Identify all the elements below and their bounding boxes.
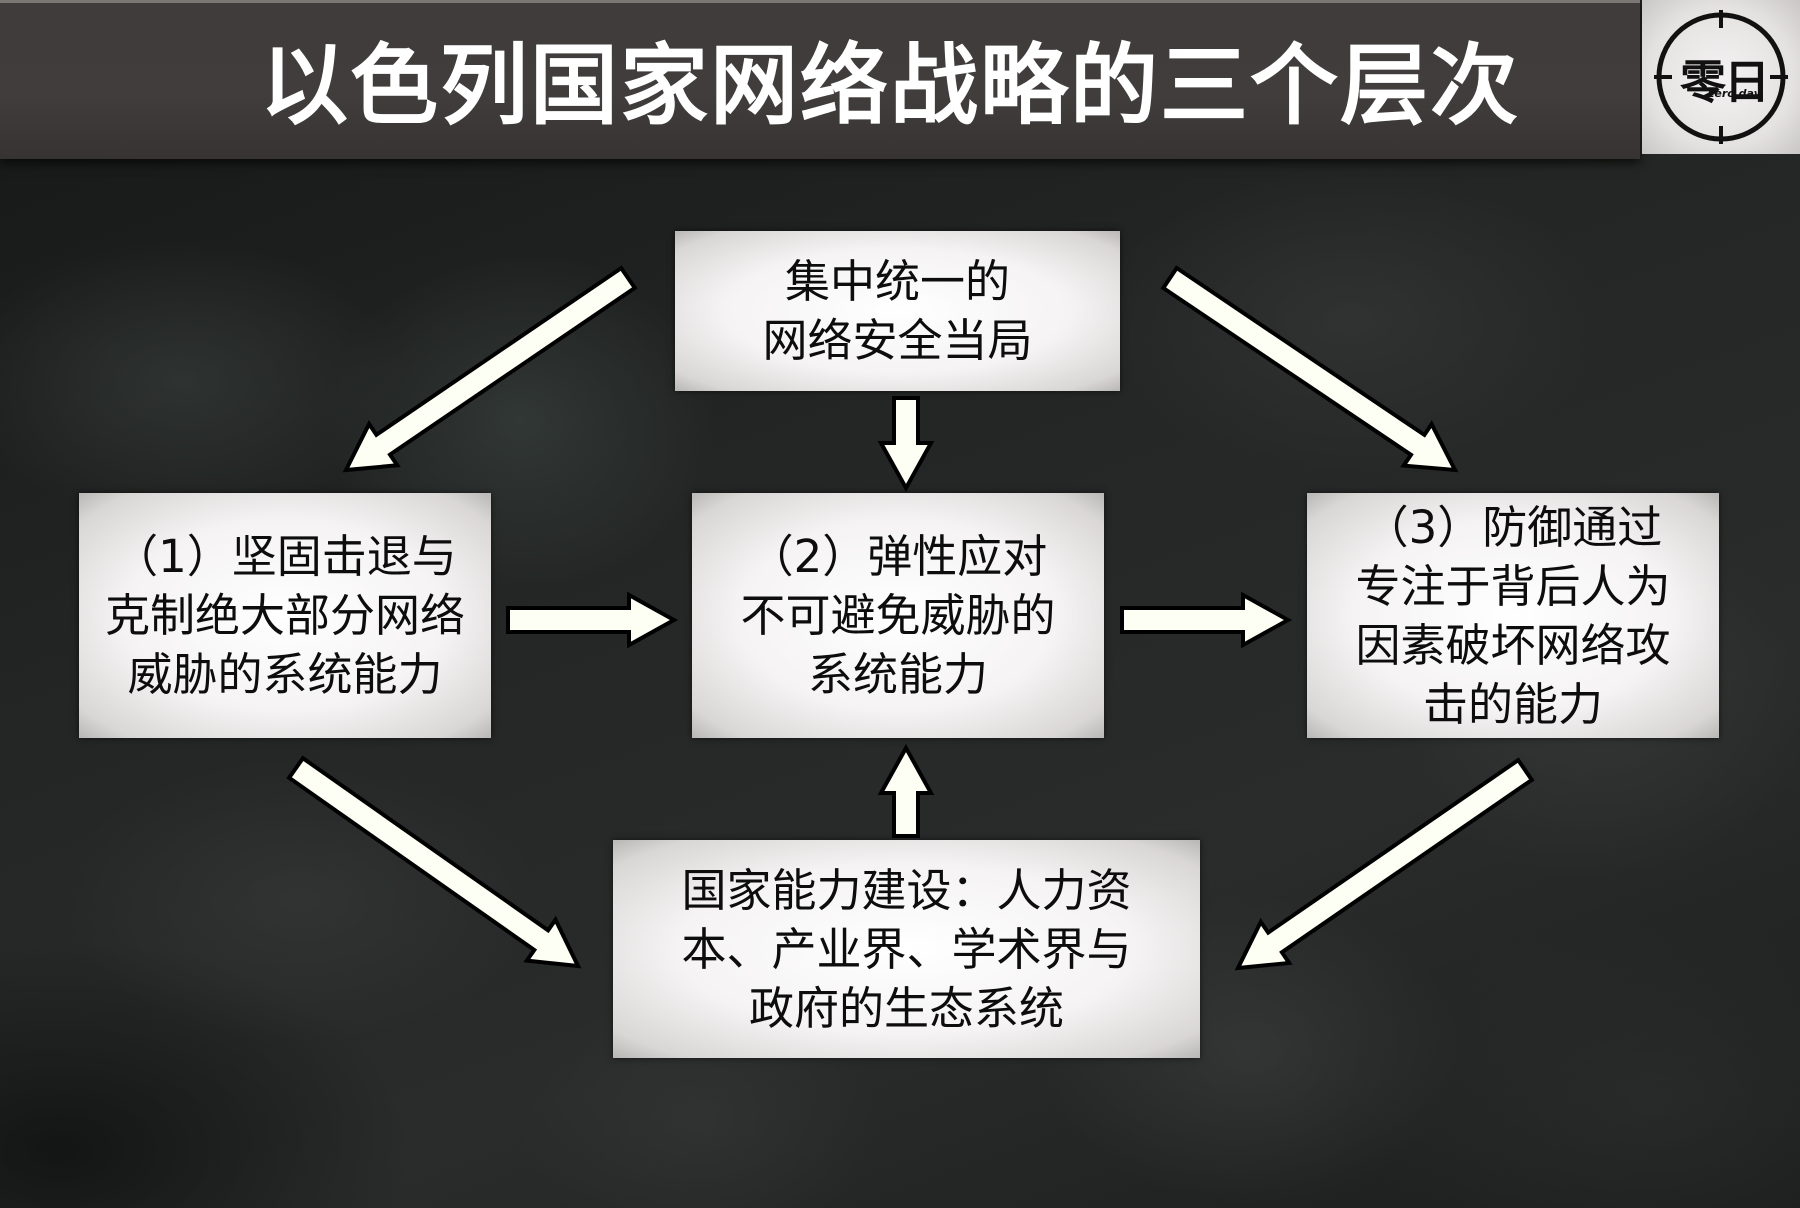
arrow-left-to-center: [506, 591, 679, 649]
crosshair-icon: [1654, 10, 1788, 144]
arrow-top-to-center: [877, 396, 935, 493]
zero-day-logo: 零日 zero day: [1642, 0, 1800, 154]
node-capacity-building: 国家能力建设：人力资 本、产业界、学术界与 政府的生态系统: [613, 840, 1200, 1058]
node-layer-3-text: （3）防御通过 专注于背后人为 因素破坏网络攻 击的能力: [1355, 500, 1671, 731]
logo-text: 零日: [1680, 55, 1770, 109]
arrow-bottom-to-center: [877, 743, 935, 838]
logo-subtext: zero day: [1708, 87, 1761, 100]
title-banner: [0, 0, 1640, 159]
page-title: 以色列国家网络战略的三个层次: [259, 33, 1520, 137]
arrow-top-to-right: [1160, 265, 1459, 473]
arrow-left-to-bottom: [286, 755, 582, 969]
node-layer-2-text: （2）弹性应对 不可避免威胁的 系统能力: [740, 530, 1056, 701]
node-capacity-building-text: 国家能力建设：人力资 本、产业界、学术界与 政府的生态系统: [681, 863, 1132, 1035]
node-central-authority: 集中统一的 网络安全当局: [675, 231, 1120, 391]
node-layer-3: （3）防御通过 专注于背后人为 因素破坏网络攻 击的能力: [1307, 493, 1719, 738]
node-layer-1-text: （1）坚固击退与 克制绝大部分网络 威胁的系统能力: [104, 530, 465, 701]
node-layer-2: （2）弹性应对 不可避免威胁的 系统能力: [692, 493, 1104, 738]
arrow-right-to-bottom: [1234, 757, 1535, 971]
node-central-authority-text: 集中统一的 网络安全当局: [762, 255, 1033, 367]
node-layer-1: （1）坚固击退与 克制绝大部分网络 威胁的系统能力: [79, 493, 491, 738]
arrow-top-to-left: [342, 265, 638, 473]
arrow-center-to-right: [1120, 591, 1293, 649]
